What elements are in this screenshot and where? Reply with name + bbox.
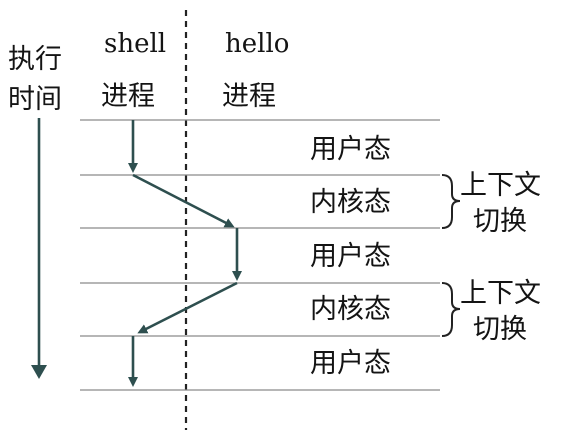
hello-column-title: hello: [225, 29, 289, 59]
context-switch-1-line1: 上下文: [460, 170, 541, 201]
context-switch-2-line2: 切换: [473, 314, 527, 345]
axis-label-line1: 执行: [8, 44, 62, 75]
shell-column-subtitle: 进程: [101, 81, 155, 112]
flow-kernel-to-shell-arrow: [137, 281, 238, 334]
context-switch-brace-1: [441, 174, 461, 229]
row-label-user-2: 用户态: [310, 241, 391, 272]
context-switch-brace-2: [441, 282, 461, 337]
flow-kernel-to-hello-arrow: [132, 173, 235, 228]
row-label-kernel-2: 内核态: [310, 294, 391, 325]
axis-label-line2: 时间: [8, 84, 62, 115]
hello-column-subtitle: 进程: [222, 81, 276, 112]
row-label-user-1: 用户态: [310, 134, 391, 165]
context-switch-2-line1: 上下文: [460, 278, 541, 309]
context-switch-1-line2: 切换: [473, 206, 527, 237]
row-label-kernel-1: 内核态: [310, 187, 391, 218]
shell-column-title: shell: [104, 29, 166, 59]
row-label-user-3: 用户态: [310, 348, 391, 379]
